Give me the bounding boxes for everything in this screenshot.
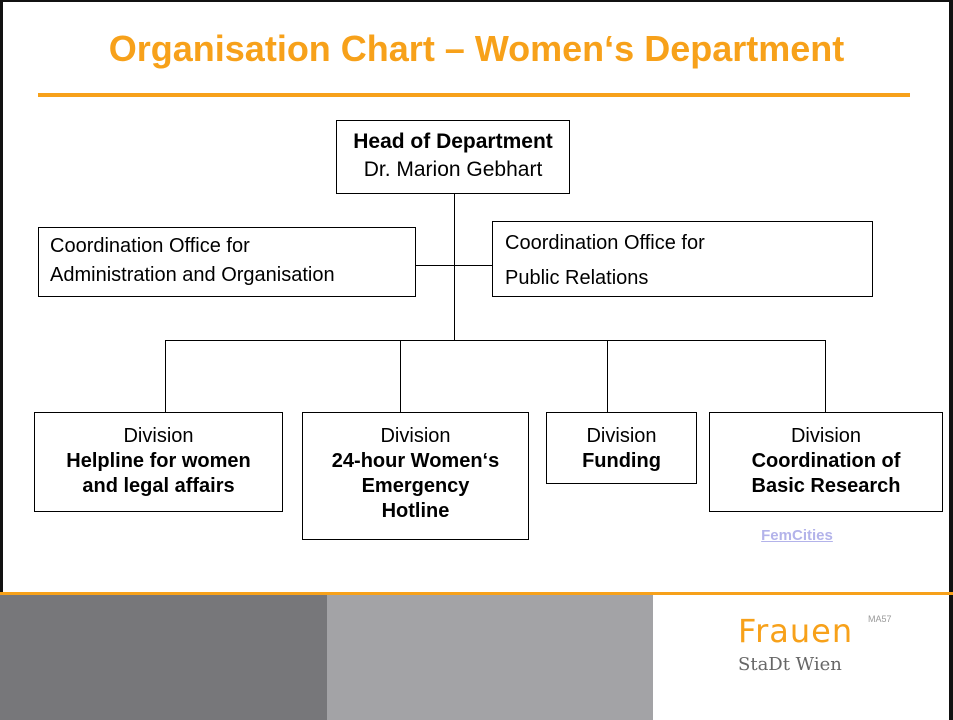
title-underline xyxy=(38,93,910,97)
connector-division-1 xyxy=(165,340,166,412)
division-research-box: Division Coordination of Basic Research xyxy=(709,412,943,512)
connector-coordination xyxy=(416,265,492,266)
coordination-office-pr-line1: Coordination Office for xyxy=(505,232,705,254)
head-role: Head of Department xyxy=(353,130,553,153)
footer-band-dark xyxy=(0,595,327,720)
slide-frame-top xyxy=(0,0,953,2)
connector-division-4 xyxy=(825,340,826,412)
division-label: Division xyxy=(586,425,657,447)
division-name-line: and legal affairs xyxy=(82,475,235,497)
division-label: Division xyxy=(123,425,194,447)
division-hotline-box: Division 24-hour Women‘s Emergency Hotli… xyxy=(302,412,529,540)
division-name-line: 24-hour Women‘s xyxy=(331,450,500,472)
footer-band-light xyxy=(653,595,949,720)
connector-divisions-bar xyxy=(165,340,826,341)
division-label: Division xyxy=(380,425,451,447)
division-name-line: Basic Research xyxy=(751,475,901,497)
slide-title: Organisation Chart – Women‘s Department xyxy=(108,28,845,69)
head-of-department-box: Head of Department Dr. Marion Gebhart xyxy=(336,120,570,194)
division-name-line: Hotline xyxy=(381,500,450,522)
footer-accent-rule xyxy=(0,592,953,595)
slide-frame-left xyxy=(0,0,3,720)
division-funding-box: Division Funding xyxy=(546,412,697,484)
connector-division-2 xyxy=(400,340,401,412)
division-name-line: Coordination of xyxy=(751,450,901,472)
logo-wordmark: Frauen xyxy=(738,612,854,650)
division-name-line: Helpline for women xyxy=(66,450,251,472)
footer-band-mid xyxy=(327,595,653,720)
logo-ma57: MA57 xyxy=(868,614,892,624)
connector-division-3 xyxy=(607,340,608,412)
division-name-line: Emergency xyxy=(361,475,470,497)
division-label: Division xyxy=(790,425,862,447)
coordination-office-pr-line2: Public Relations xyxy=(505,267,649,289)
frauen-wien-logo: Frauen MA57 StaDt Wien xyxy=(738,612,918,692)
connector-head-trunk xyxy=(454,194,455,340)
division-name-line: Funding xyxy=(582,450,661,472)
coordination-office-admin-line2: Administration and Organisation xyxy=(50,264,335,286)
femcities-link[interactable]: FemCities xyxy=(761,527,833,544)
coordination-office-admin-line1: Coordination Office for xyxy=(50,235,250,257)
head-name: Dr. Marion Gebhart xyxy=(363,158,543,181)
division-helpline-box: Division Helpline for women and legal af… xyxy=(34,412,283,512)
coordination-office-pr-box: Coordination Office for Public Relations xyxy=(492,221,873,297)
logo-city: StaDt Wien xyxy=(738,654,842,675)
coordination-office-admin-box: Coordination Office for Administration a… xyxy=(38,227,416,297)
slide-frame-right xyxy=(949,0,953,720)
